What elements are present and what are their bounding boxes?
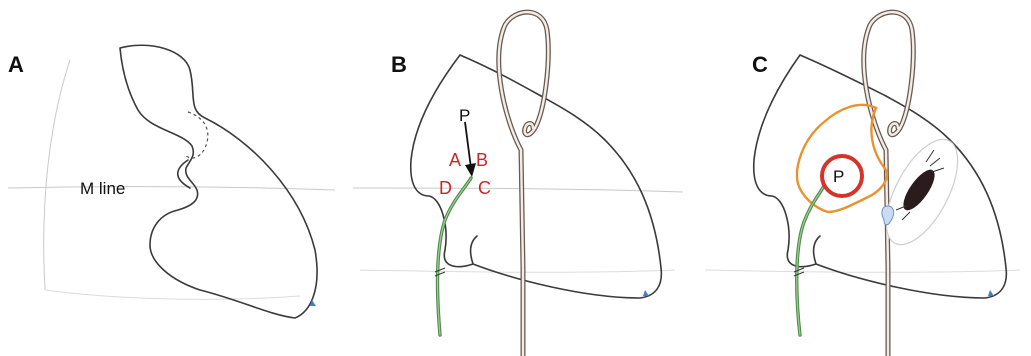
quadrant-label-c: C bbox=[478, 178, 491, 198]
puncture-arrow-head bbox=[465, 163, 476, 177]
m-line-label: M line bbox=[80, 179, 125, 198]
faint-base-line bbox=[360, 270, 675, 272]
heart-outline bbox=[120, 45, 317, 318]
panel-a: A M line bbox=[0, 0, 345, 356]
quadrant-label-d: D bbox=[439, 178, 452, 198]
panel-b: B P A B D C bbox=[345, 0, 690, 356]
panel-label-b: B bbox=[391, 52, 407, 77]
quadrant-label-a: A bbox=[449, 150, 461, 170]
faint-base-line bbox=[705, 270, 1020, 272]
panel-c: C P bbox=[690, 0, 1031, 356]
point-label-p: P bbox=[459, 106, 470, 125]
quadrant-label-b: B bbox=[476, 150, 488, 170]
point-label-p: P bbox=[833, 167, 844, 186]
inner-wall bbox=[814, 236, 820, 264]
heart-outline bbox=[754, 55, 1007, 298]
sheath-highlight bbox=[438, 178, 471, 335]
panel-c-diagram: C P bbox=[690, 0, 1031, 356]
faint-guide-line bbox=[44, 60, 70, 290]
heart-outline bbox=[411, 55, 662, 298]
panel-label-c: C bbox=[752, 52, 768, 77]
faint-base-line bbox=[45, 290, 300, 299]
apex-marker bbox=[643, 290, 649, 296]
apex-marker bbox=[988, 290, 994, 296]
dashed-outline bbox=[186, 112, 208, 158]
panel-b-diagram: B P A B D C bbox=[345, 0, 690, 356]
inner-wall bbox=[471, 236, 477, 264]
puncture-arrow-shaft bbox=[465, 122, 471, 168]
panel-label-a: A bbox=[8, 52, 24, 77]
panel-a-diagram: A M line bbox=[0, 0, 345, 356]
faint-horizontal-line bbox=[353, 188, 683, 192]
